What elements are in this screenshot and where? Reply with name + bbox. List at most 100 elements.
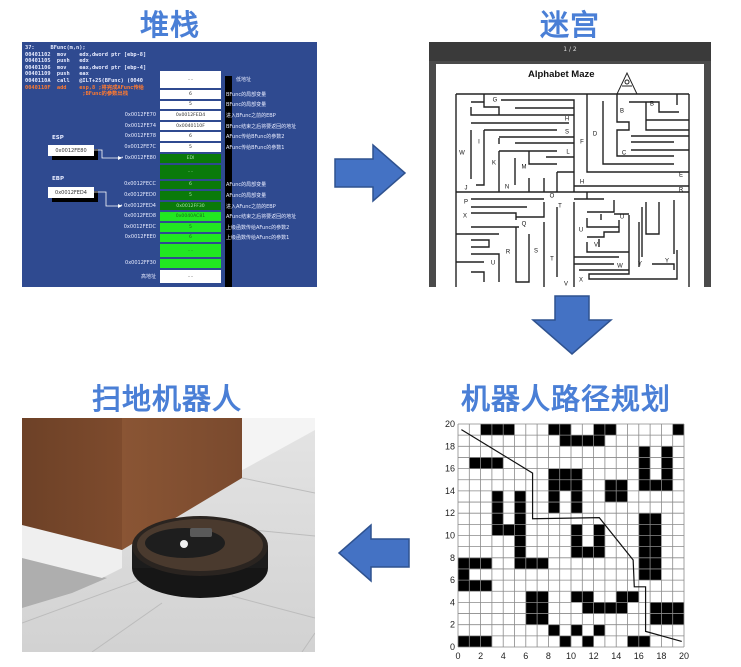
maze-page: [436, 64, 704, 287]
obstacle-cell: [480, 557, 492, 569]
obstacle-cell: [650, 535, 662, 547]
obstacle-cell: [559, 468, 571, 480]
maze-letter: B: [650, 102, 654, 108]
y-tick-label: 2: [450, 620, 455, 630]
stack-address: 0x0012FE78: [124, 133, 156, 140]
obstacle-cell: [514, 513, 526, 525]
maze-letter: H: [565, 117, 569, 123]
maze-letter: U: [491, 261, 495, 267]
stack-address: → 0x0012FED4: [118, 202, 156, 209]
obstacle-cell: [638, 524, 651, 536]
obstacle-cell: [616, 479, 628, 491]
y-tick-label: 14: [445, 486, 455, 496]
obstacle-cell: [571, 524, 583, 536]
stack-cell: 0x0012FF30: [159, 200, 222, 212]
obstacle-cell: [480, 457, 492, 469]
obstacle-cell: [525, 613, 538, 625]
code-line: 00401109 push eax: [25, 71, 89, 78]
obstacle-cell: [661, 446, 673, 458]
maze-letter: S: [565, 130, 569, 136]
obstacle-cell: [627, 635, 639, 647]
robot-vacuum: [132, 516, 268, 598]
obstacle-cell: [559, 635, 571, 647]
obstacle-cell: [571, 591, 583, 603]
stack-cell: ....: [159, 243, 222, 259]
esp-label: ESP: [52, 135, 64, 141]
obstacle-cell: [525, 557, 538, 569]
obstacle-cell: [627, 591, 639, 603]
x-tick-label: 4: [501, 651, 506, 661]
x-tick-label: 14: [611, 651, 621, 661]
letter-a-mascot-icon: [616, 71, 638, 95]
path-line: [461, 429, 682, 643]
obstacle-cell: [593, 546, 605, 558]
obstacle-cell: [469, 457, 481, 469]
maze-letter: P: [464, 200, 468, 206]
obstacle-cell: [514, 535, 526, 547]
obstacle-cell: [548, 424, 560, 436]
obstacle-cell: [593, 624, 605, 636]
stack-address: 0x0012FECC: [124, 181, 156, 188]
stack-annotation: AFunc的局部变量: [226, 193, 267, 199]
y-tick-label: 18: [445, 441, 455, 451]
maze-title: Alphabet Maze: [528, 69, 595, 80]
obstacle-cell: [559, 435, 571, 447]
maze-letter: T: [558, 204, 562, 210]
stack-address: 0x0012FED0: [124, 192, 156, 198]
obstacle-cell: [661, 457, 673, 469]
x-tick-label: 6: [523, 651, 528, 661]
maze-letter: R: [506, 250, 511, 256]
obstacle-cell: [571, 435, 583, 447]
x-tick-label: 10: [566, 651, 576, 661]
maze-letter: R: [679, 188, 684, 194]
y-tick-label: 0: [450, 642, 455, 652]
maze-letter: I: [478, 140, 480, 146]
stack-address: 0x0012FED8: [124, 213, 156, 220]
robot-vacuum-photo: [22, 418, 315, 652]
obstacle-cell: [672, 424, 684, 436]
obstacle-cell: [582, 591, 594, 603]
stack-address: 0x0012FE7C: [124, 143, 156, 150]
maze-letter: Y: [665, 259, 669, 265]
obstacle-cell: [650, 602, 662, 614]
obstacle-cell: [559, 424, 571, 436]
maze-letter: B: [620, 109, 624, 115]
stack-annotation: 进入BFunc之前的EBP: [226, 113, 276, 119]
y-tick-label: 4: [450, 597, 455, 607]
stack-cell: 0x0040110F: [159, 120, 222, 132]
obstacle-cell: [480, 580, 492, 592]
maze-letter: S: [534, 249, 538, 255]
stack-annotation: BFunc结束之后将要返回的地址: [226, 123, 297, 130]
obstacle-cell: [571, 468, 583, 480]
obstacle-cell: [514, 524, 526, 536]
obstacle-cell: [638, 635, 651, 647]
obstacle-cell: [582, 602, 594, 614]
title-maze: 迷宫: [539, 8, 601, 42]
title-stack: 堆栈: [139, 8, 201, 42]
maze-letter: O: [550, 194, 555, 200]
obstacle-cell: [638, 468, 651, 480]
maze-letter: L: [566, 150, 570, 156]
obstacle-cell: [593, 424, 605, 436]
obstacle-cell: [616, 591, 628, 603]
stack-annotation: 上级函数传给AFunc的参数2: [226, 224, 290, 231]
obstacle-cell: [514, 502, 526, 514]
maze-letter: T: [550, 257, 554, 263]
obstacle-cell: [616, 602, 628, 614]
obstacle-cell: [661, 468, 673, 480]
x-tick-label: 8: [546, 651, 551, 661]
esp-pointer-arrow: [94, 149, 118, 159]
x-tick-label: 2: [478, 651, 483, 661]
ebp-register-box: 0x0012FED4: [48, 187, 94, 198]
obstacle-cell: [650, 513, 662, 525]
obstacle-cell: [616, 490, 628, 503]
maze-letter: F: [580, 140, 584, 146]
obstacle-cell: [491, 513, 504, 525]
stack-cell: ....: [159, 269, 222, 285]
maze-letter: Y: [638, 262, 642, 268]
stack-cell: ....: [159, 70, 222, 89]
stack-annotation: 上级函数传给AFunc的参数1: [226, 235, 290, 242]
